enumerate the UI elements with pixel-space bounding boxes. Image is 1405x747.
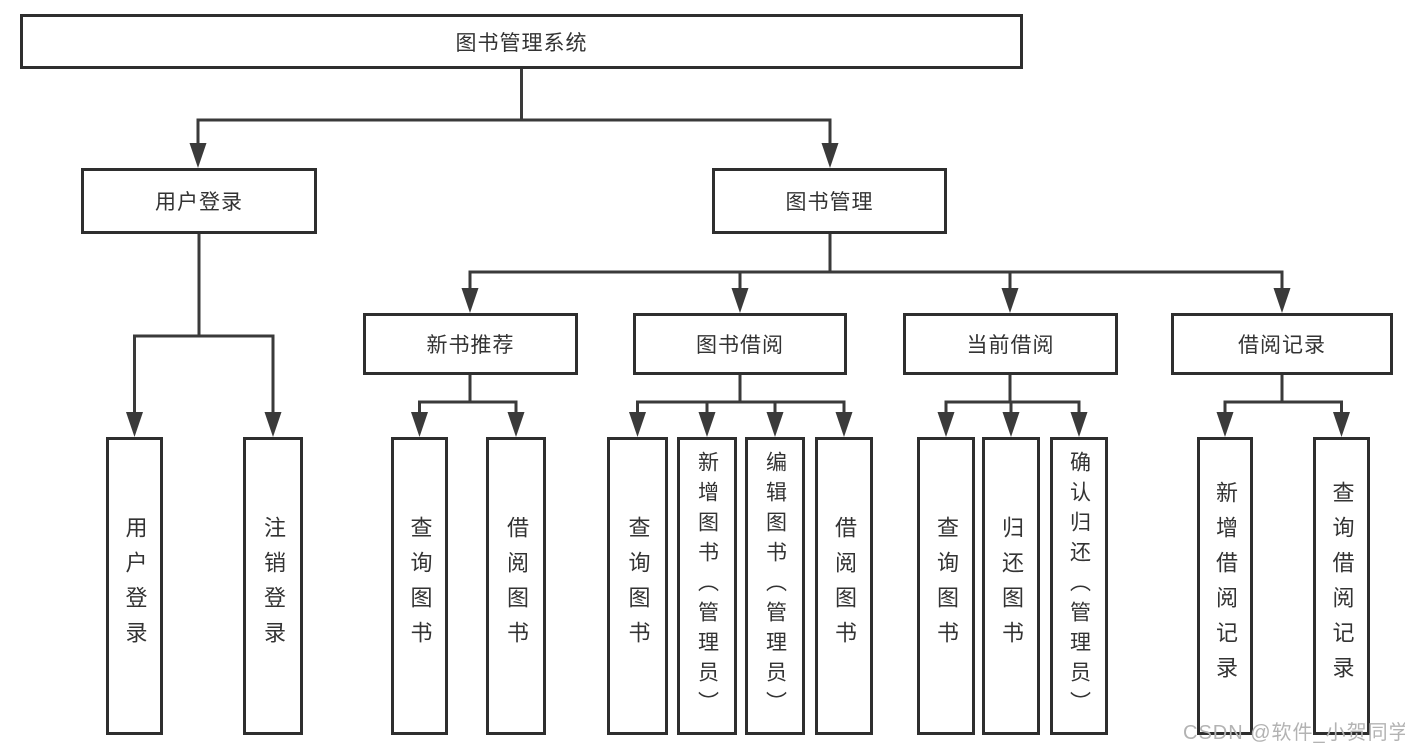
leaf-logout: 注销登录 <box>243 437 303 735</box>
node-borrowing-records: 借阅记录 <box>1171 313 1393 375</box>
node-library-system-label: 图书管理系统 <box>455 31 588 55</box>
node-new-book-recommend: 新书推荐 <box>363 313 578 375</box>
leaf-add-book-admin-label: 新增图书（管理员） <box>695 451 719 721</box>
node-library-system: 图书管理系统 <box>20 14 1023 69</box>
leaf-query-borrow-record: 查询借阅记录 <box>1313 437 1370 735</box>
leaf-return-book-label: 归还图书 <box>999 516 1024 656</box>
leaf-user-login-label: 用户登录 <box>122 516 148 656</box>
leaf-user-login: 用户登录 <box>106 437 163 735</box>
leaf-add-borrow-record-label: 新增借阅记录 <box>1213 481 1238 691</box>
csdn-watermark: CSDN @软件_小贺同学 <box>1183 722 1405 744</box>
node-book-borrowing: 图书借阅 <box>633 313 847 375</box>
leaf-logout-label: 注销登录 <box>261 516 286 656</box>
leaf-confirm-return-admin: 确认归还（管理员） <box>1050 437 1108 735</box>
leaf-return-book: 归还图书 <box>982 437 1040 735</box>
leaf-add-borrow-record: 新增借阅记录 <box>1197 437 1253 735</box>
node-borrowing-records-label: 借阅记录 <box>1238 334 1326 357</box>
leaf-borrow-book: 借阅图书 <box>815 437 873 735</box>
leaf-borrow-book-label: 借阅图书 <box>832 516 857 656</box>
node-current-borrowing: 当前借阅 <box>903 313 1118 375</box>
leaf-edit-book-admin-label: 编辑图书（管理员） <box>763 451 787 721</box>
node-user-login-label: 用户登录 <box>155 191 243 214</box>
leaf-query-book-current-label: 查询图书 <box>934 516 959 656</box>
node-book-management-label: 图书管理 <box>785 191 874 214</box>
leaf-add-book-admin: 新增图书（管理员） <box>677 437 737 735</box>
leaf-query-book-recommend-label: 查询图书 <box>407 516 433 656</box>
leaf-edit-book-admin: 编辑图书（管理员） <box>745 437 805 735</box>
node-new-book-recommend-label: 新书推荐 <box>426 334 515 357</box>
leaf-borrow-book-recommend-label: 借阅图书 <box>504 516 529 656</box>
node-current-borrowing-label: 当前借阅 <box>966 334 1055 357</box>
leaf-query-book-current: 查询图书 <box>917 437 975 735</box>
leaf-query-borrow-record-label: 查询借阅记录 <box>1329 481 1355 691</box>
node-user-login: 用户登录 <box>81 168 317 234</box>
leaf-confirm-return-admin-label: 确认归还（管理员） <box>1067 451 1091 721</box>
leaf-borrow-book-recommend: 借阅图书 <box>486 437 546 735</box>
leaf-query-book-borrow-label: 查询图书 <box>625 516 651 656</box>
node-book-management: 图书管理 <box>712 168 947 234</box>
leaf-query-book-borrow: 查询图书 <box>607 437 668 735</box>
node-book-borrowing-label: 图书借阅 <box>696 334 784 357</box>
leaf-query-book-recommend: 查询图书 <box>391 437 448 735</box>
